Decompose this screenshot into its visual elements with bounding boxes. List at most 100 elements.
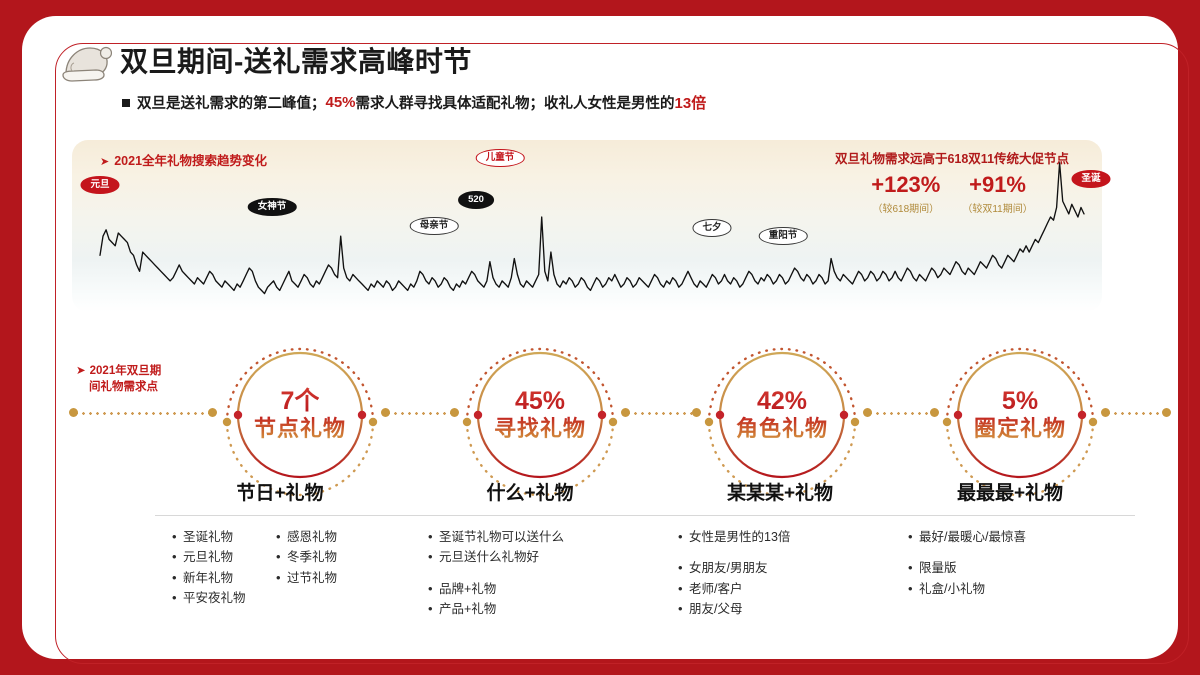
keyword-item[interactable]: 平安夜礼物 [171, 587, 263, 608]
circle-graphic [704, 347, 860, 497]
connector-dot [69, 408, 78, 417]
keyword-item[interactable]: 最好/最暖心/最惊喜 [907, 526, 1026, 547]
column-title: 最最最+礼物 [956, 483, 1064, 504]
stat-double11-sub: （较双11期间） [962, 204, 1033, 215]
chart-marker-七夕: 七夕 [692, 219, 732, 237]
circles-row: 7个节点礼物 45%寻找礼物 42%角色礼物 5%圈定礼物 [0, 330, 1200, 500]
column-title: 什么+礼物 [486, 483, 574, 504]
circle-number: 7个 [280, 387, 320, 416]
chart-marker-元旦: 元旦 [80, 176, 120, 194]
circle-graphic [222, 347, 378, 497]
keyword-sublist: 女性是男性的13倍女朋友/男朋友老师/客户朋友/父母 [677, 526, 790, 619]
circle-label: 寻找礼物 [493, 416, 586, 442]
chart-note-stats: +123% （较618期间） +91% （较双11期间） [802, 172, 1102, 216]
keyword-column-3: 某某某+礼物女性是男性的13倍女朋友/男朋友老师/客户朋友/父母 [655, 478, 905, 619]
chart-marker-520: 520 [458, 191, 494, 209]
circle-connector-4 [867, 412, 935, 415]
circle-graphic [462, 347, 618, 497]
column-title: 节日+礼物 [236, 483, 324, 504]
stat-circle-2: 45%寻找礼物 [455, 330, 625, 500]
keyword-item[interactable]: 产品+礼物 [427, 598, 564, 619]
stat-circle-4: 5%圈定礼物 [935, 330, 1105, 500]
connector-dot [450, 408, 459, 417]
keyword-item[interactable]: 圣诞礼物 [171, 526, 263, 547]
subtitle-part-3: 需求人群寻找具体适配礼物；收礼人女性是男性的 [355, 96, 675, 112]
chart-caption-arrow-icon: ➤ [100, 156, 110, 168]
column-divider [655, 515, 905, 516]
stat-double11-value: +91% [969, 172, 1026, 197]
connector-dot [1162, 408, 1171, 417]
column-divider [405, 515, 655, 516]
keyword-column-4: 最最最+礼物最好/最暖心/最惊喜限量版礼盒/小礼物 [885, 478, 1135, 599]
column-title: 某某某+礼物 [726, 483, 834, 504]
connector-dot [381, 408, 390, 417]
keyword-item[interactable]: 元旦送什么礼物好 [427, 546, 564, 567]
connector-dot [621, 408, 630, 417]
chart-marker-儿童节: 儿童节 [475, 149, 525, 167]
keyword-item[interactable]: 老师/客户 [677, 577, 790, 598]
trend-line-chart [99, 162, 1085, 295]
chart-caption: ➤ 2021全年礼物搜索趋势变化 [100, 150, 267, 169]
keyword-sublist: 圣诞节礼物可以送什么元旦送什么礼物好品牌+礼物产品+礼物 [427, 526, 564, 619]
keyword-item[interactable]: 感恩礼物 [275, 526, 367, 547]
santa-hat-icon [62, 46, 112, 82]
column-body: 圣诞礼物元旦礼物新年礼物平安夜礼物感恩礼物冬季礼物过节礼物 [155, 526, 405, 608]
subtitle: 双旦是送礼需求的第二峰值； 45% 需求人群寻找具体适配礼物；收礼人女性是男性的… [122, 92, 706, 113]
keyword-item[interactable]: 女朋友/男朋友 [677, 557, 790, 578]
keyword-item[interactable]: 新年礼物 [171, 566, 263, 587]
chart-caption-text: 2021全年礼物搜索趋势变化 [114, 154, 268, 168]
circle-text: 42%角色礼物 [697, 330, 867, 500]
subtitle-part-1: 双旦是送礼需求的第二峰值； [137, 96, 326, 112]
circle-connector-2 [385, 412, 455, 415]
keyword-item[interactable]: 圣诞节礼物可以送什么 [427, 526, 564, 547]
keyword-column-1: 节日+礼物圣诞礼物元旦礼物新年礼物平安夜礼物感恩礼物冬季礼物过节礼物 [155, 478, 405, 608]
connector-dot [692, 408, 701, 417]
chart-marker-母亲节: 母亲节 [409, 217, 459, 235]
keyword-sublist: 圣诞礼物元旦礼物新年礼物平安夜礼物 [171, 526, 263, 608]
trend-chart-panel: ➤ 2021全年礼物搜索趋势变化 双旦礼物需求远高于618双11传统大促节点 +1… [72, 140, 1102, 312]
keyword-sublist: 感恩礼物冬季礼物过节礼物 [275, 526, 367, 608]
circle-label: 圈定礼物 [973, 416, 1066, 442]
stat-618: +123% （较618期间） [871, 172, 941, 216]
circle-label: 角色礼物 [735, 416, 828, 442]
keyword-item[interactable]: 品牌+礼物 [427, 577, 564, 598]
keyword-item[interactable]: 元旦礼物 [171, 546, 263, 567]
circle-number: 42% [756, 387, 808, 416]
connector-dot [208, 408, 217, 417]
keyword-item[interactable]: 限量版 [907, 557, 1026, 578]
stat-double11: +91% （较双11期间） [962, 172, 1033, 216]
stat-circle-1: 7个节点礼物 [215, 330, 385, 500]
connector-dot [930, 408, 939, 417]
page-title: 双旦期间-送礼需求高峰时节 [120, 46, 472, 77]
column-body: 圣诞节礼物可以送什么元旦送什么礼物好品牌+礼物产品+礼物 [405, 526, 655, 619]
circle-connector-5 [1105, 412, 1167, 415]
column-body: 最好/最暖心/最惊喜限量版礼盒/小礼物 [885, 526, 1135, 599]
circle-connector-3 [625, 412, 697, 415]
chart-marker-重阳节: 重阳节 [758, 227, 808, 245]
stat-618-sub: （较618期间） [872, 204, 940, 215]
keyword-item[interactable]: 礼盒/小礼物 [907, 577, 1026, 598]
stat-618-value: +123% [871, 172, 941, 197]
keyword-item[interactable]: 冬季礼物 [275, 546, 367, 567]
keyword-column-2: 什么+礼物圣诞节礼物可以送什么元旦送什么礼物好品牌+礼物产品+礼物 [405, 478, 655, 619]
connector-dot [863, 408, 872, 417]
circle-text: 5%圈定礼物 [935, 330, 1105, 500]
column-divider [885, 515, 1135, 516]
subtitle-part-2: 45% [325, 94, 356, 111]
keyword-item[interactable]: 朋友/父母 [677, 598, 790, 619]
column-divider [155, 515, 405, 516]
demand-note-line2: 间礼物需求点 [89, 380, 158, 393]
circle-label: 节点礼物 [253, 416, 346, 442]
chart-marker-女神节: 女神节 [247, 198, 297, 216]
demand-note-arrow-icon: ➤ [76, 365, 86, 377]
keyword-item[interactable]: 过节礼物 [275, 566, 367, 587]
subtitle-bullet-icon [122, 98, 130, 107]
stat-circle-3: 42%角色礼物 [697, 330, 867, 500]
subtitle-part-4: 13倍 [674, 95, 707, 112]
circle-graphic [942, 347, 1098, 497]
chart-note-title: 双旦礼物需求远高于618双11传统大促节点 [834, 152, 1070, 166]
chart-highlight-note: 双旦礼物需求远高于618双11传统大促节点 +123% （较618期间） +91… [802, 148, 1102, 215]
keyword-sublist: 最好/最暖心/最惊喜限量版礼盒/小礼物 [907, 526, 1026, 599]
column-body: 女性是男性的13倍女朋友/男朋友老师/客户朋友/父母 [655, 526, 905, 619]
keyword-item[interactable]: 女性是男性的13倍 [677, 526, 790, 547]
